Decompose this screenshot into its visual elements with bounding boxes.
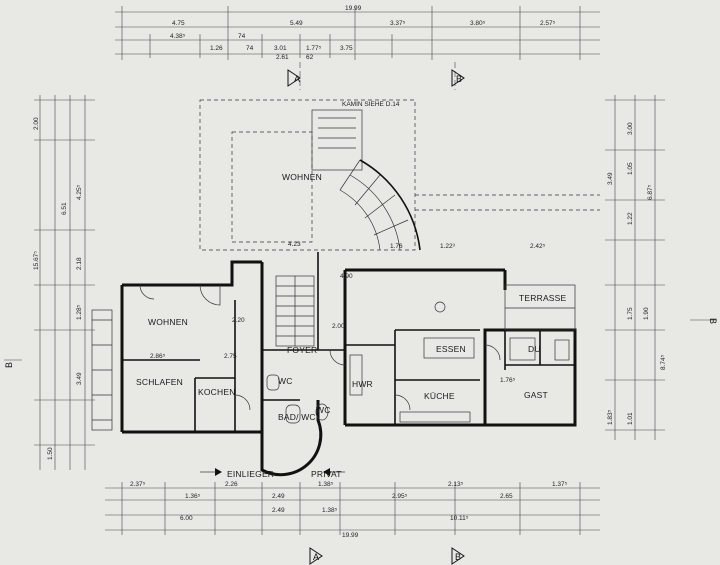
left-dim-7: 1.50 [47, 447, 54, 460]
top-dim-2-3: 1.26 [210, 45, 223, 52]
right-dim-10: 1.83⁵ [607, 409, 614, 425]
inner-dim-1: 2.86⁵ [150, 353, 166, 360]
right-dim-3: 1.05 [627, 162, 634, 175]
bottom-dim-4: 2.49 [272, 493, 285, 500]
section-right: B [708, 318, 718, 324]
room-wohnen-upper: WOHNEN [282, 172, 322, 182]
top-dim-2-2: 74 [238, 33, 246, 40]
entrance-arrows [200, 468, 345, 476]
inner-dimensions: 2.86⁵ 2.75 2.00 1.76 1.22³ 2.42⁵ 2.20 1.… [150, 241, 546, 384]
bottom-dim-2: 1.36⁵ [185, 493, 201, 500]
bottom-dim-2-4: 10.11⁵ [450, 515, 469, 522]
room-kueche: KÜCHE [424, 391, 455, 401]
top-dim-2-4: 74 [246, 45, 254, 52]
stairs [275, 275, 315, 347]
right-dim-4: 1.22 [627, 212, 634, 225]
bottom-dim-2-2: 2.49 [272, 507, 285, 514]
bottom-dimension-chain: 2.37⁵ 1.36⁵ 2.26 2.49 1.38⁵ 2.95⁵ 2.13⁵ … [105, 481, 600, 539]
right-dim-5: 6.87⁵ [647, 184, 654, 200]
top-dim-2-6: 1.77⁵ [306, 45, 322, 52]
doors [139, 284, 501, 411]
inner-dim-2: 2.75 [224, 353, 237, 360]
bottom-dim-2-3: 1.38⁵ [322, 507, 338, 514]
bottom-dim-8: 2.65 [500, 493, 513, 500]
section-b-top: B [456, 74, 462, 84]
section-markers: A B A B B B [4, 62, 718, 565]
left-dim-5: 1.28⁵ [76, 304, 83, 320]
inner-dim-7: 2.20 [232, 317, 245, 324]
top-dim-2-5: 3.01 [274, 45, 287, 52]
right-dim-7: 1.90 [643, 307, 650, 320]
room-foyer: FOYER [287, 345, 317, 355]
inner-dim-10: 4.23 [288, 241, 301, 248]
bottom-dim-3: 2.26 [225, 481, 238, 488]
section-a-bottom: A [313, 552, 319, 562]
left-dim-2: 6.51 [61, 202, 68, 215]
upper-area: KAMIN SIEHE D.14 WOHNEN [199, 99, 600, 251]
right-dimension-chain: 3.00 3.49 1.05 1.22 6.87⁵ 1.75 1.90 8.74… [605, 95, 667, 440]
right-dim-8: 8.74⁵ [660, 354, 667, 370]
section-left: B [4, 362, 14, 368]
right-dim-2: 3.49 [607, 172, 614, 185]
top-dim-2: 5.49 [290, 20, 303, 27]
inner-dim-3: 2.00 [332, 323, 345, 330]
top-dim-1: 4.75 [172, 20, 185, 27]
top-dim-3: 3.37⁵ [390, 20, 406, 27]
right-dim-1: 3.00 [627, 122, 634, 135]
room-kochen: KOCHEN [198, 387, 236, 397]
room-essen: ESSEN [436, 344, 466, 354]
main-walls [120, 252, 577, 477]
room-du: DU [528, 344, 541, 354]
inner-dim-8: 1.76⁵ [500, 377, 516, 384]
section-b-bottom: B [455, 552, 461, 562]
room-wc: WC [316, 405, 331, 415]
bottom-dim-1: 2.37⁵ [130, 481, 146, 488]
room-terrasse: TERRASSE [519, 293, 567, 303]
fixtures [91, 301, 570, 431]
left-dim-3: 4.25⁵ [76, 184, 83, 200]
section-a-top: A [294, 74, 300, 84]
top-dim-2-1: 4.38⁵ [170, 33, 186, 40]
inner-dim-5: 1.22³ [440, 243, 456, 250]
bottom-dim-7: 2.13⁵ [448, 481, 464, 488]
room-wohnen: WOHNEN [148, 317, 188, 327]
bottom-dim-2-1: 6.00 [180, 515, 193, 522]
bottom-dim-9: 1.37⁵ [552, 481, 568, 488]
top-dim-2-9: 62 [306, 54, 314, 61]
top-dim-4: 3.80⁵ [470, 20, 486, 27]
label-privat: PRIVAT [311, 469, 342, 479]
left-dim-1: 2.00 [33, 117, 40, 130]
top-dim-5: 2.57⁵ [540, 20, 556, 27]
bottom-dim-5: 1.38⁵ [318, 481, 334, 488]
inner-dim-4: 1.76 [390, 243, 403, 250]
inner-dim-6: 2.42⁵ [530, 243, 546, 250]
room-wc-small: WC [278, 376, 293, 386]
bottom-dim-6: 2.95⁵ [392, 493, 408, 500]
kamin-note: KAMIN SIEHE D.14 [342, 101, 400, 108]
inner-dim-9: 4.90 [340, 273, 353, 280]
room-labels: WOHNEN SCHLAFEN KOCHEN FOYER HWR KÜCHE E… [136, 293, 567, 479]
room-schlafen: SCHLAFEN [136, 377, 183, 387]
right-dim-6: 1.75 [627, 307, 634, 320]
top-dim-2-8: 2.61 [276, 54, 289, 61]
left-dim-6: 3.49 [76, 372, 83, 385]
room-bad-wc: BAD/ WC [278, 412, 316, 422]
top-dim-2-7: 3.75 [340, 45, 353, 52]
right-dim-9: 1.01 [627, 412, 634, 425]
top-dimension-chain: 19.99 4.75 5.49 3.37⁵ 3.80⁵ 2.57⁵ 4.38⁵ … [115, 5, 600, 61]
left-dim-4: 2.18 [76, 257, 83, 270]
room-hwr: HWR [352, 379, 373, 389]
label-einlieger: EINLIEGER [227, 469, 274, 479]
room-gast: GAST [524, 390, 548, 400]
left-dim-total: 15.67⁵ [33, 251, 40, 270]
bottom-total-dim: 19.99 [342, 532, 359, 539]
left-dimension-chain: 2.00 6.51 4.25⁵ 2.18 1.28⁵ 3.49 1.50 15.… [33, 95, 95, 470]
top-total-dim: 19.99 [345, 5, 362, 12]
